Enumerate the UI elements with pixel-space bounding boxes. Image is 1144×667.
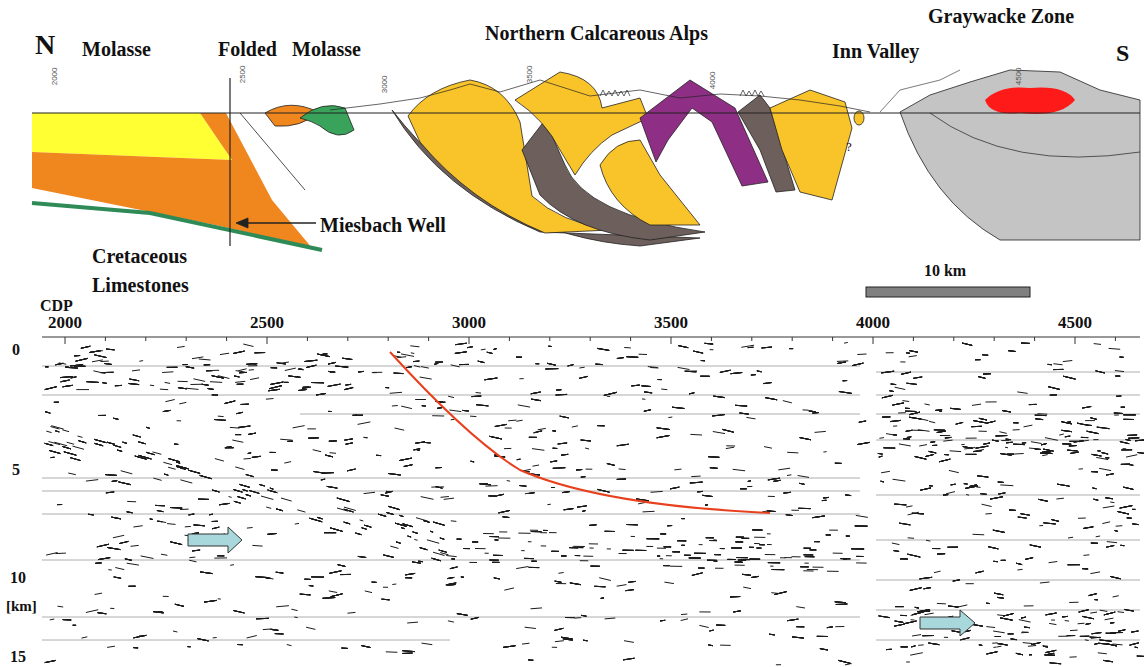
cdp-tick: 4000	[856, 314, 890, 333]
depth-unit: [km]	[6, 598, 37, 615]
cdp-tick: 2500	[250, 314, 284, 333]
zone-name: Inn Valley	[832, 40, 919, 62]
depth-tick: 0	[12, 341, 20, 359]
cdp-tick: 2000	[48, 314, 82, 333]
section-tick: 2000	[51, 68, 60, 86]
section-tick: 4000	[709, 72, 718, 90]
cdp-axis	[42, 337, 1144, 344]
depth-tick: 5	[12, 461, 20, 479]
section-tick: 4500	[1015, 68, 1024, 86]
question-mark: ?	[846, 140, 852, 154]
zone-name: Graywacke Zone	[928, 5, 1074, 27]
cdp-tick: 4500	[1058, 314, 1092, 333]
well-label: Miesbach Well	[320, 214, 446, 236]
cdp-tick: 3500	[654, 314, 688, 333]
cdp-tick: 3000	[452, 314, 486, 333]
depth-tick: 10	[10, 569, 26, 587]
scale-bar	[866, 287, 1030, 297]
scale-label: 10 km	[924, 262, 966, 280]
south-marker: S	[1116, 40, 1129, 66]
unit-name: Molasse	[82, 38, 151, 60]
section-tick: 2500	[239, 66, 248, 84]
depth-tick: 15	[10, 648, 26, 666]
section-tick: 3000	[381, 76, 390, 94]
zone-name: Northern Calcareous Alps	[485, 22, 708, 44]
geologic-cross-section	[32, 70, 1140, 250]
section-tick: 3500	[526, 66, 535, 84]
unit-name: Molasse	[292, 38, 361, 60]
unit-name: Folded	[218, 38, 277, 60]
unit-name: Cretaceous Limestones	[92, 242, 217, 300]
axis-title: CDP	[40, 297, 73, 315]
north-marker: N	[35, 30, 55, 61]
seismic-section	[42, 342, 1144, 665]
